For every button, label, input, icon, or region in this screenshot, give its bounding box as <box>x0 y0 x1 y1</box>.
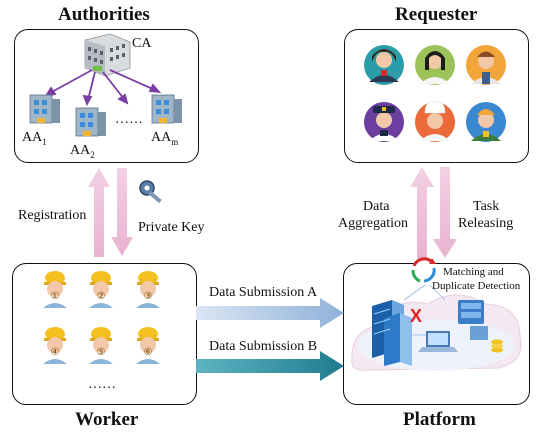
registration-arrow <box>88 168 110 257</box>
worker-figure-3 <box>136 271 160 308</box>
coin-stack-icon <box>491 339 503 353</box>
aa1-building-icon <box>29 94 60 124</box>
worker-number-3: ③ <box>144 291 153 302</box>
aa1-label: AA1 <box>22 130 47 147</box>
matching-refresh-icon <box>411 257 436 283</box>
worker-figure-1 <box>43 271 67 308</box>
requester-title: Requester <box>395 4 478 25</box>
aam-label-base: AA <box>151 130 172 145</box>
worker-number-4: ④ <box>51 347 60 358</box>
aa2-label-base: AA <box>70 143 91 158</box>
data-aggregation-arrow <box>410 167 434 259</box>
data-aggregation-label-line2: Aggregation <box>338 216 408 231</box>
worker-ellipsis: …… <box>88 377 116 392</box>
server-rack-icon <box>372 300 412 366</box>
requester-avatar-6 <box>466 102 506 142</box>
key-icon <box>139 180 162 204</box>
aa2-building-icon <box>75 107 106 137</box>
worker-figure-6 <box>136 327 160 364</box>
aam-label-sub: m <box>171 136 179 147</box>
submission-a-arrow <box>196 298 344 328</box>
worker-figure-5 <box>89 327 113 364</box>
requester-avatar-2 <box>415 45 455 85</box>
ca-building-icon <box>84 33 131 77</box>
aa-ellipsis: …… <box>115 112 143 127</box>
ca-label: CA <box>132 36 152 51</box>
authorities-title: Authorities <box>58 4 150 25</box>
task-releasing-arrow <box>433 167 457 258</box>
worker-figure-2 <box>89 271 113 308</box>
worker-figure-4 <box>43 327 67 364</box>
worker-title: Worker <box>75 409 139 430</box>
private-key-label: Private Key <box>138 220 205 235</box>
aam-label: AAm <box>151 130 178 147</box>
private-key-arrow <box>111 168 133 256</box>
matching-label-line2: Duplicate Detection <box>432 280 521 292</box>
requester-avatar-4 <box>364 102 404 142</box>
task-releasing-label-line1: Task <box>473 199 500 214</box>
worker-number-1: ① <box>51 291 60 302</box>
ca-to-aa-arrows <box>44 69 162 107</box>
task-releasing-label-line2: Releasing <box>458 216 514 231</box>
aa2-label-sub: 2 <box>90 149 95 160</box>
worker-number-6: ⑥ <box>144 347 153 358</box>
submission-b-label: Data Submission B <box>209 339 318 354</box>
laptop-icon <box>418 331 458 352</box>
database-icon <box>458 300 488 340</box>
reject-mark: X <box>410 306 423 326</box>
worker-number-2: ② <box>97 291 106 302</box>
aam-building-icon <box>151 94 182 124</box>
aa1-label-base: AA <box>22 130 43 145</box>
matching-label-line1: Matching and <box>443 266 504 278</box>
requester-avatar-5 <box>415 101 455 142</box>
aa2-label: AA2 <box>70 143 95 160</box>
data-aggregation-label-line1: Data <box>363 199 390 214</box>
submission-a-label: Data Submission A <box>209 285 318 300</box>
requester-avatar-1 <box>364 45 404 85</box>
submission-b-arrow <box>196 351 344 381</box>
worker-number-5: ⑤ <box>97 347 106 358</box>
platform-title: Platform <box>403 409 476 430</box>
network-lines <box>403 284 446 336</box>
registration-label: Registration <box>18 208 87 223</box>
requester-avatar-3 <box>466 45 506 85</box>
aa1-label-sub: 1 <box>42 136 47 147</box>
